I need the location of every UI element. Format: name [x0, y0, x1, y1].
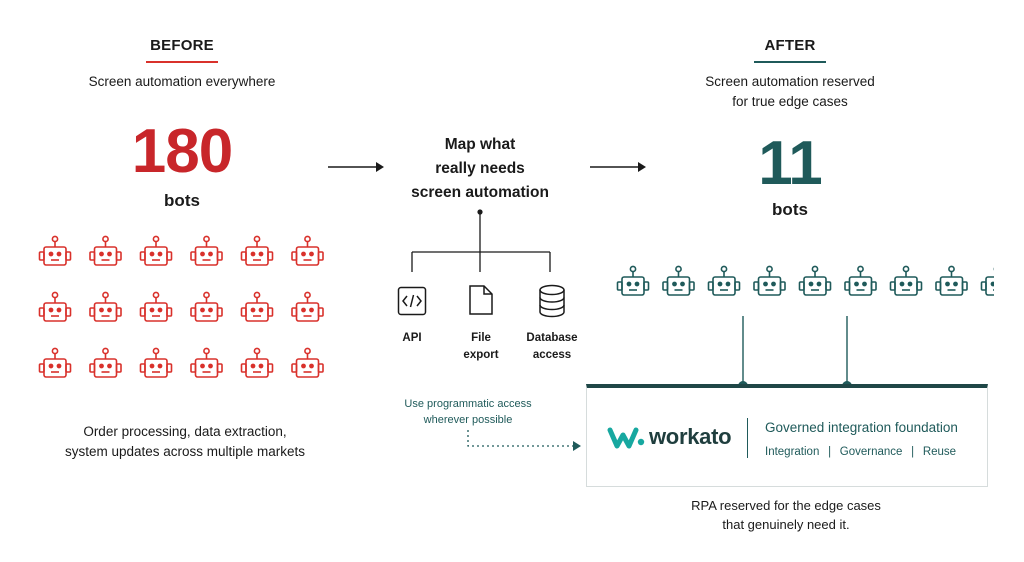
robot-icon: [662, 265, 695, 296]
robot-icon: [980, 267, 994, 296]
platform-items: Integration | Governance | Reuse: [765, 446, 956, 458]
code-icon: [397, 286, 427, 316]
before-description-line2: system updates across multiple markets: [64, 444, 306, 459]
robot-icon: [38, 291, 72, 322]
robot-icon: [707, 265, 741, 296]
platform-separator: |: [828, 446, 832, 458]
after-underline: [754, 61, 826, 63]
before-heading: BEFORE: [150, 37, 214, 54]
robot-icon: [240, 291, 274, 322]
after-description-line2: that genuinely need it.: [722, 517, 850, 532]
after-robot-row: [616, 265, 994, 296]
arrow-right-icon: [328, 162, 384, 172]
robot-icon: [798, 265, 832, 296]
file-icon: [469, 285, 493, 315]
robot-icon: [89, 235, 122, 266]
robot-icon: [753, 265, 786, 296]
after-subtitle: Screen automation reserved for true edge…: [660, 72, 920, 112]
map-tree-connector: [411, 209, 551, 272]
robot-icon: [139, 291, 173, 322]
robot-icon: [89, 347, 122, 378]
programmatic-access-note: Use programmatic access wherever possibl…: [404, 398, 532, 426]
map-title-line1: Map what: [444, 136, 516, 153]
platform-item-integration: Integration: [765, 446, 820, 458]
robot-icon: [291, 235, 324, 266]
arrow-right-icon: [590, 162, 646, 172]
option-database-label: Database access: [526, 332, 578, 361]
robot-icon: [889, 265, 923, 296]
before-robot-grid: [38, 235, 324, 378]
robot-icon: [616, 265, 650, 296]
robot-icon: [240, 235, 274, 266]
map-title-line2: really needs: [435, 160, 525, 177]
robot-icon: [190, 291, 223, 322]
robot-icon: [139, 347, 173, 378]
after-description: RPA reserved for the edge cases that gen…: [636, 496, 936, 534]
robot-to-platform-connector: [738, 316, 852, 391]
robot-icon: [139, 235, 173, 266]
after-unit: bots: [772, 200, 808, 219]
map-title: Map what really needs screen automation: [392, 133, 568, 205]
platform-card: workato Governed integration foundation …: [586, 384, 988, 487]
map-title-line3: screen automation: [411, 184, 549, 201]
robot-icon: [291, 291, 324, 322]
before-description: Order processing, data extraction, syste…: [30, 422, 340, 462]
platform-separator: |: [911, 446, 915, 458]
robot-icon: [38, 347, 72, 378]
after-subtitle-line2: for true edge cases: [732, 94, 848, 109]
option-file-label: File export: [463, 332, 499, 361]
database-icon: [539, 284, 565, 318]
robot-icon: [240, 347, 274, 378]
robot-icon: [38, 235, 72, 266]
after-count: 11: [758, 129, 823, 198]
robot-icon: [190, 235, 223, 266]
after-description-line1: RPA reserved for the edge cases: [691, 498, 881, 513]
robot-icon: [844, 265, 877, 296]
before-count: 180: [131, 117, 233, 186]
robot-icon: [89, 291, 122, 322]
workato-logo-text: workato: [649, 424, 732, 449]
before-description-line1: Order processing, data extraction,: [83, 424, 287, 439]
platform-item-governance: Governance: [839, 446, 903, 458]
robot-icon: [935, 265, 968, 296]
workato-logo-icon: [607, 427, 645, 449]
robot-icon: [190, 347, 223, 378]
robot-icon: [291, 347, 324, 378]
before-subtitle: Screen automation everywhere: [88, 74, 276, 89]
option-api-label: API: [402, 332, 422, 344]
dotted-connector: [467, 430, 581, 451]
card-divider: [747, 418, 748, 458]
after-subtitle-line1: Screen automation reserved: [705, 74, 875, 89]
before-underline: [146, 61, 218, 63]
platform-item-reuse: Reuse: [922, 446, 957, 458]
before-unit: bots: [164, 191, 200, 210]
platform-title: Governed integration foundation: [765, 420, 958, 435]
after-heading: AFTER: [764, 37, 816, 54]
